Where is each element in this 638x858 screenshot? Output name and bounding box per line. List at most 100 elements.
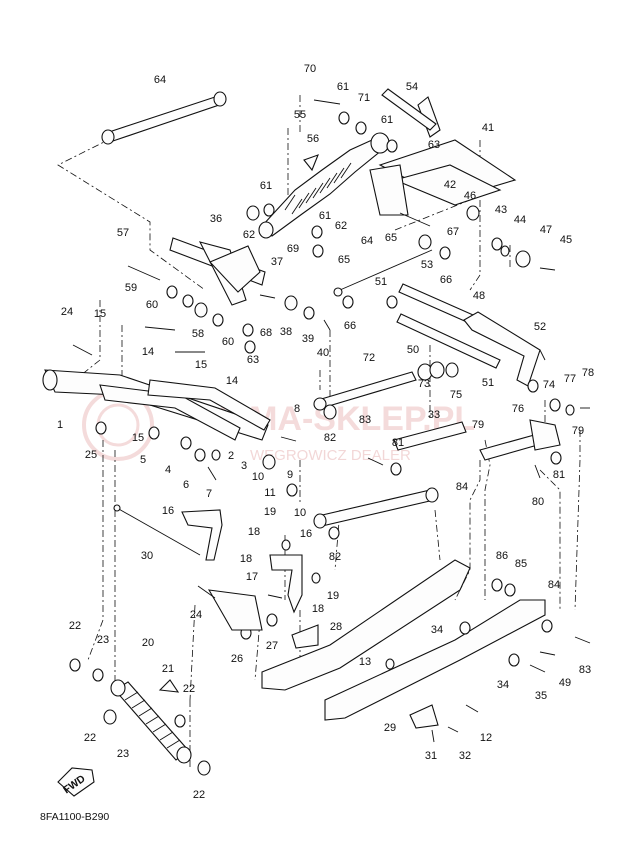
callout-c8: 8 — [294, 403, 300, 415]
part-41-front-arm — [369, 96, 517, 216]
callout-c66b: 66 — [344, 320, 356, 332]
callout-c74: 74 — [543, 379, 555, 391]
callout-c2: 2 — [228, 450, 234, 462]
callout-c5: 5 — [140, 454, 146, 466]
callout-c9: 9 — [287, 469, 293, 481]
callout-c81b: 81 — [553, 469, 565, 481]
callout-c47: 47 — [540, 224, 552, 236]
callout-c49: 49 — [559, 677, 571, 689]
part-72-rod — [313, 371, 417, 411]
callout-c65a: 65 — [385, 232, 397, 244]
part-20-rear-shock — [110, 679, 192, 764]
callout-c32: 32 — [459, 750, 471, 762]
callout-c63a: 63 — [428, 139, 440, 151]
callout-c21: 21 — [162, 663, 174, 675]
callout-c18a: 18 — [248, 526, 260, 538]
callout-c71: 71 — [358, 92, 370, 104]
callout-c28: 28 — [330, 621, 342, 633]
bolts — [72, 99, 591, 743]
callout-c22c: 22 — [84, 732, 96, 744]
callout-c66a: 66 — [440, 274, 452, 286]
callout-c76: 76 — [512, 403, 524, 415]
callout-c69: 69 — [287, 243, 299, 255]
callout-c67: 67 — [447, 226, 459, 238]
callout-c10a: 10 — [252, 471, 264, 483]
diagram-code: 8FA1100-B290 — [40, 811, 109, 823]
callout-c60a: 60 — [146, 299, 158, 311]
callout-c15c: 15 — [132, 432, 144, 444]
callout-c35: 35 — [535, 690, 547, 702]
callout-c25: 25 — [85, 449, 97, 461]
callout-c68: 68 — [260, 327, 272, 339]
callout-c45: 45 — [560, 234, 572, 246]
callout-c37: 37 — [271, 256, 283, 268]
callout-c29: 29 — [384, 722, 396, 734]
callout-c73: 73 — [418, 378, 430, 390]
callout-c55: 55 — [294, 109, 306, 121]
part-64-rod — [101, 91, 227, 145]
callout-c51b: 51 — [482, 377, 494, 389]
callout-c65b: 65 — [338, 254, 350, 266]
callout-c7: 7 — [206, 488, 212, 500]
callout-c19a: 19 — [264, 506, 276, 518]
callout-c22a: 22 — [69, 620, 81, 632]
callout-c81a: 81 — [392, 437, 404, 449]
callout-c54: 54 — [406, 81, 418, 93]
callout-c6: 6 — [183, 479, 189, 491]
callout-c15b: 15 — [195, 359, 207, 371]
callout-c43: 43 — [495, 204, 507, 216]
callout-c51a: 51 — [375, 276, 387, 288]
callout-c84a: 84 — [456, 481, 468, 493]
callout-c58: 58 — [192, 328, 204, 340]
callout-c36: 36 — [210, 213, 222, 225]
callout-c61b: 61 — [381, 114, 393, 126]
part-50-shaft — [396, 313, 501, 369]
callout-c40: 40 — [317, 347, 329, 359]
callout-c39: 39 — [302, 333, 314, 345]
callout-c53: 53 — [421, 259, 433, 271]
callout-c64b: 64 — [361, 235, 373, 247]
callout-c42: 42 — [444, 179, 456, 191]
callout-c23b: 23 — [117, 748, 129, 760]
part-48-bracket — [463, 311, 541, 387]
callout-c50: 50 — [407, 344, 419, 356]
callout-c80: 80 — [532, 496, 544, 508]
callout-c48: 48 — [473, 290, 485, 302]
callout-c46: 46 — [464, 190, 476, 202]
callout-c13: 13 — [359, 656, 371, 668]
callout-c31: 31 — [425, 750, 437, 762]
callout-c1: 1 — [57, 419, 63, 431]
callout-c3: 3 — [241, 460, 247, 472]
part-55-shock-absorber — [258, 132, 390, 239]
callout-c16a: 16 — [162, 505, 174, 517]
callout-c59: 59 — [125, 282, 137, 294]
callout-c24b: 24 — [190, 609, 202, 621]
callout-c75: 75 — [450, 389, 462, 401]
part-36-rear-arm — [169, 237, 266, 306]
callout-c33: 33 — [428, 409, 440, 421]
callout-c82b: 82 — [329, 551, 341, 563]
callout-c78: 78 — [582, 367, 594, 379]
callout-c14a: 14 — [142, 346, 154, 358]
callout-c63b: 63 — [247, 354, 259, 366]
callout-c16b: 16 — [300, 528, 312, 540]
callout-c79a: 79 — [472, 419, 484, 431]
callout-c34b: 34 — [497, 679, 509, 691]
callout-c57: 57 — [117, 227, 129, 239]
callout-c15a: 15 — [94, 308, 106, 320]
part-54-axle — [381, 88, 437, 131]
callout-c44: 44 — [514, 214, 526, 226]
callout-c61a: 61 — [337, 81, 349, 93]
callout-c22b: 22 — [183, 683, 195, 695]
callout-c61c: 61 — [260, 180, 272, 192]
callout-c26: 26 — [231, 653, 243, 665]
callout-c41: 41 — [482, 122, 494, 134]
callout-c27: 27 — [266, 640, 278, 652]
part-28-lower-rail — [261, 559, 546, 721]
part-1-main-frame — [42, 369, 271, 441]
part-33-shaft — [393, 421, 467, 451]
callout-c83b: 83 — [579, 664, 591, 676]
callout-c56: 56 — [307, 133, 319, 145]
callout-c38: 38 — [280, 326, 292, 338]
